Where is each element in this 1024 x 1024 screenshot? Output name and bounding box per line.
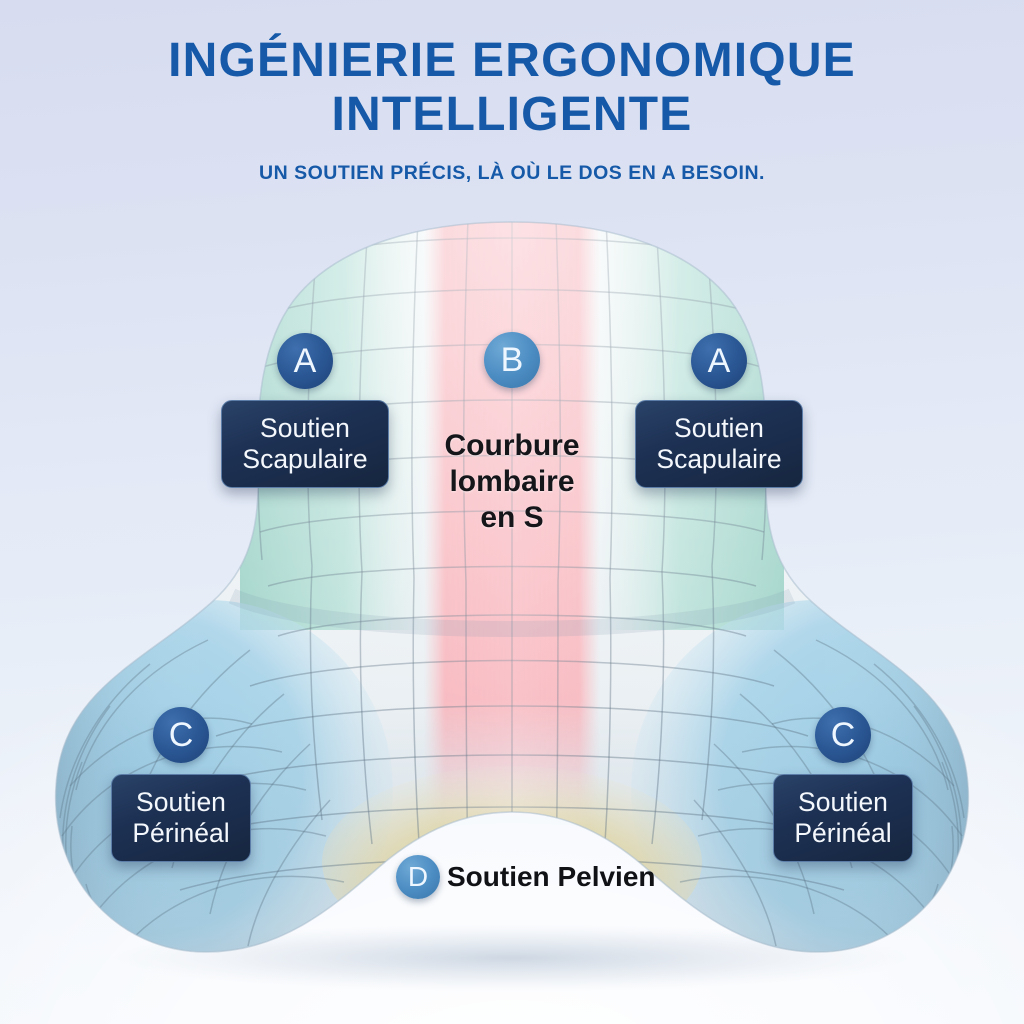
page-subtitle: UN SOUTIEN PRÉCIS, LÀ OÙ LE DOS EN A BES… bbox=[259, 161, 765, 184]
marker-a-left[interactable]: A Soutien Scapulaire bbox=[217, 333, 393, 489]
bullet-c-right: C bbox=[815, 707, 871, 763]
bullet-d-bottom: D bbox=[396, 855, 440, 899]
label-lumbar-center: Courbure lombaire en S bbox=[444, 429, 580, 534]
marker-b-center[interactable]: B bbox=[484, 332, 540, 388]
marker-d-bottom[interactable]: D Soutien Pelvien bbox=[396, 855, 656, 899]
marker-c-left[interactable]: C Soutien Périnéal bbox=[91, 707, 271, 863]
marker-c-right[interactable]: C Soutien Périnéal bbox=[753, 707, 933, 863]
bullet-b-center: B bbox=[484, 332, 540, 388]
bullet-a-right: A bbox=[691, 333, 747, 389]
marker-a-right[interactable]: A Soutien Scapulaire bbox=[631, 333, 807, 489]
page-title-line-2: INTELLIGENTE bbox=[331, 87, 693, 141]
bullet-a-left: A bbox=[277, 333, 333, 389]
ground-shadow bbox=[112, 924, 912, 992]
header-block: INGÉNIERIE ERGONOMIQUE INTELLIGENTE UN S… bbox=[0, 34, 1024, 185]
label-scapular-right: Soutien Scapulaire bbox=[635, 400, 803, 489]
page-title-line-1: INGÉNIERIE ERGONOMIQUE bbox=[168, 34, 856, 87]
bullet-c-left: C bbox=[153, 707, 209, 763]
cushion-outline bbox=[54, 221, 970, 953]
label-scapular-left: Soutien Scapulaire bbox=[221, 400, 389, 489]
label-perineal-left: Soutien Périnéal bbox=[111, 774, 251, 863]
label-pelvic-bottom: Soutien Pelvien bbox=[447, 861, 656, 892]
label-perineal-right: Soutien Périnéal bbox=[773, 774, 913, 863]
